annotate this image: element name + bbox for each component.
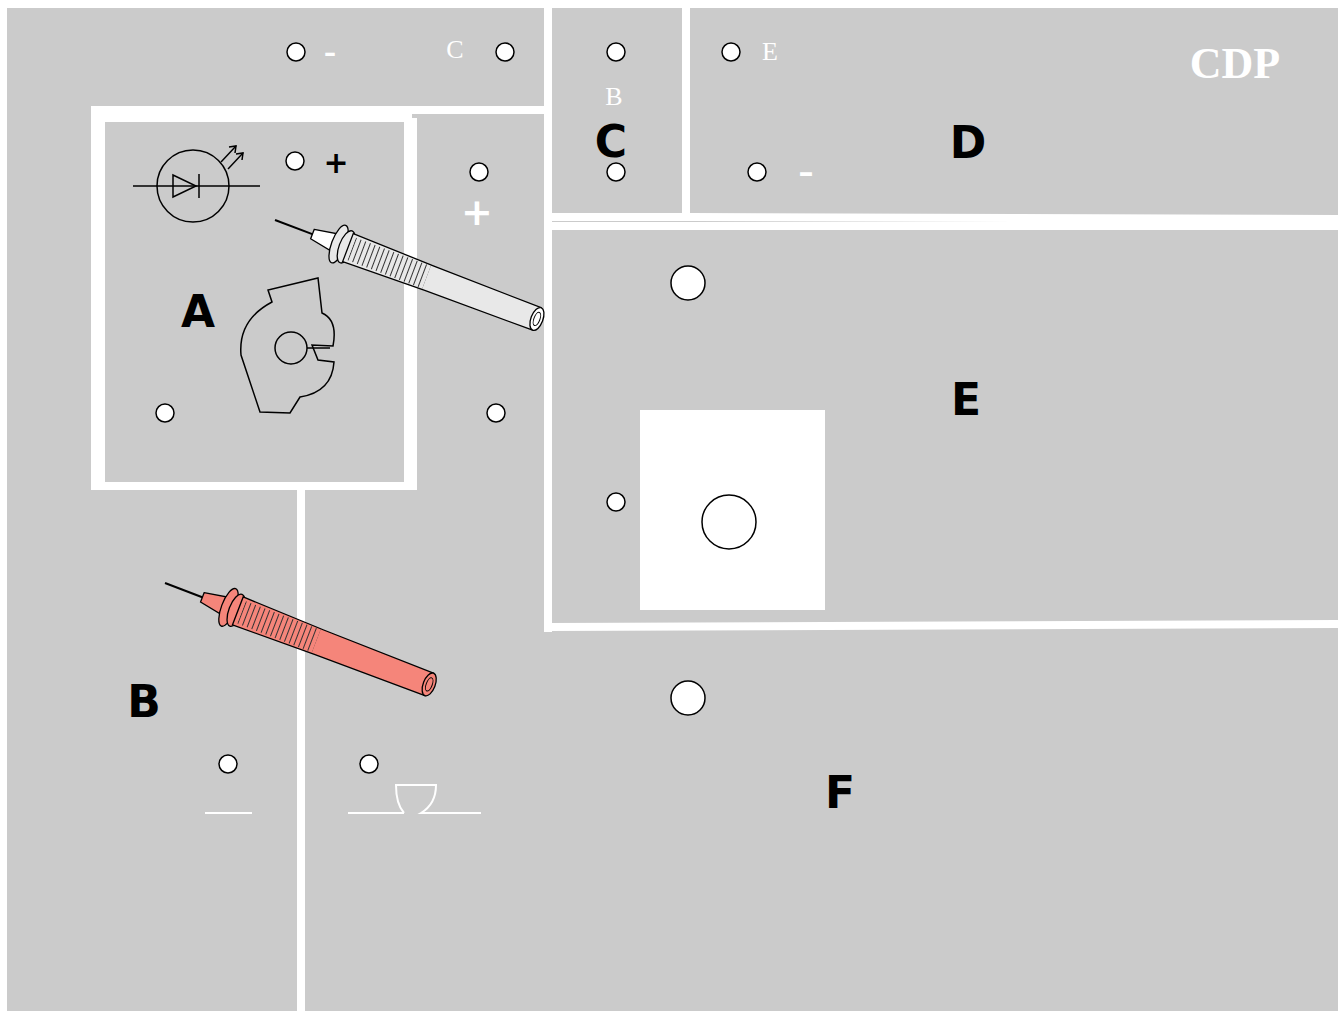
region-letter: C [595, 120, 627, 164]
region-e: E [552, 230, 1338, 624]
terminal-sign: – [324, 41, 336, 65]
terminal-label: C [446, 37, 463, 63]
region-b: B [8, 495, 297, 1011]
region-letter: A [181, 290, 215, 334]
terminal-label: B [605, 84, 622, 110]
terminal-label: E [762, 39, 778, 65]
region-f: F [305, 631, 1338, 1011]
region-letter: B [127, 680, 161, 724]
region-c: C [552, 8, 686, 217]
region-letter: D [950, 121, 987, 165]
region-letter: E [951, 378, 981, 422]
terminal-sign: + [461, 193, 493, 231]
region-letter: F [825, 771, 855, 815]
region-d: D [690, 8, 1338, 218]
brand-mark: CDP [1190, 42, 1280, 86]
terminal-sign: – [799, 157, 814, 187]
terminal-sign: + [323, 148, 348, 178]
region-a: A [101, 118, 408, 486]
